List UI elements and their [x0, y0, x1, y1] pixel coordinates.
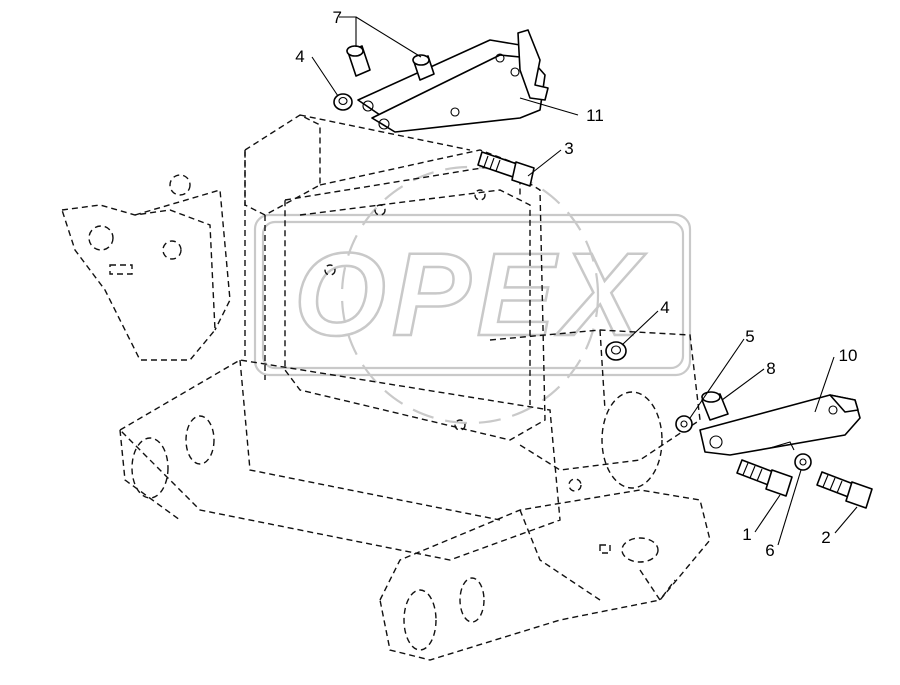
- callout-4-top: 4: [295, 47, 304, 66]
- callout-10: 10: [839, 346, 858, 365]
- callout-8: 8: [766, 359, 775, 378]
- callout-4-mid: 4: [660, 298, 669, 317]
- callout-5: 5: [745, 327, 754, 346]
- part-11-bracket: [357, 29, 549, 133]
- part-10-bracket: [699, 394, 861, 456]
- callout-1: 1: [742, 525, 751, 544]
- part-3-bolt: [477, 151, 535, 187]
- part-4-nut-mid: [605, 341, 627, 361]
- callout-6: 6: [765, 541, 774, 560]
- part-2-bolt: [816, 471, 873, 509]
- part-5-washer: [675, 415, 693, 433]
- leader-lines: [311, 16, 858, 546]
- watermark-text: OPEX: [294, 229, 646, 361]
- part-4-nut-top: [333, 93, 353, 111]
- callout-2: 2: [821, 528, 830, 547]
- part-7-bushings: [346, 45, 435, 81]
- part-8-bushing: [701, 391, 729, 421]
- callout-7: 7: [333, 8, 342, 27]
- callout-3: 3: [564, 139, 573, 158]
- watermark-logo: OPEX: [253, 165, 692, 425]
- callout-labels: 7 4 11 3 4 5 8 10 1 6 2: [295, 8, 857, 560]
- part-1-bolt: [736, 459, 793, 497]
- callout-11: 11: [586, 106, 604, 125]
- part-6-washer: [794, 453, 812, 471]
- tractor-frame: [61, 114, 711, 661]
